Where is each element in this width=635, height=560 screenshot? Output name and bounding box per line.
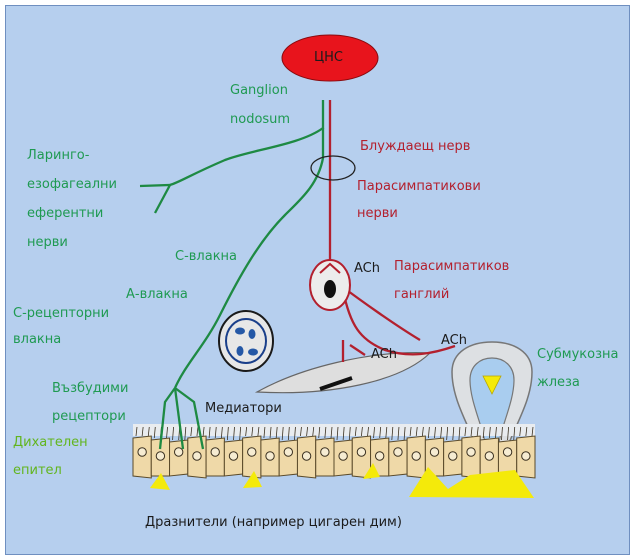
mast-cell — [219, 311, 273, 371]
cell-nucleus — [302, 452, 310, 460]
parasymp-nerves-label-1: Парасимпатикови — [357, 175, 481, 199]
parasympathetic-ganglion-cell — [310, 260, 350, 310]
cell-nucleus — [467, 448, 475, 456]
parasymp-ganglion-label-1: Парасимпатиков — [394, 255, 509, 279]
cilia-layer — [133, 424, 535, 436]
submucosal-label-1: Субмукозна — [537, 343, 618, 367]
irritants-caption: Дразнители (например цигарен дим) — [145, 511, 402, 535]
epithelium-label-2: епител — [13, 459, 62, 483]
epithelial-cell — [389, 440, 407, 476]
cell-nucleus — [156, 452, 164, 460]
epithelial-cell — [462, 436, 480, 478]
mediators-label: Медиатори — [205, 397, 282, 421]
cell-nucleus — [321, 448, 329, 456]
c-fibers-label: С-влакна — [175, 245, 237, 269]
cell-nucleus — [339, 452, 347, 460]
cell-nucleus — [357, 448, 365, 456]
excitable-receptors-label-1: Възбудими — [52, 377, 128, 401]
c-receptor-label-2: влакна — [13, 328, 61, 352]
laryngo-label-1: Ларинго- — [27, 144, 89, 168]
nerve-bundle-ring — [311, 156, 355, 180]
cell-nucleus — [485, 452, 493, 460]
cell-nucleus — [229, 452, 237, 460]
cns-label: ЦНС — [314, 46, 343, 70]
cell-nucleus — [266, 452, 274, 460]
ganglion-nodosum-label-2: nodosum — [230, 108, 290, 132]
ganglion-nodosum-label-1: Ganglion — [230, 79, 288, 103]
excitable-receptors-label-2: рецептори — [52, 405, 126, 429]
cell-nucleus — [394, 448, 402, 456]
parasymp-ganglion-label-2: ганглий — [394, 283, 449, 307]
vagus-label: Блуждаещ нерв — [360, 135, 470, 159]
epithelial-cell — [316, 438, 334, 476]
a-fibers-label: А-влакна — [126, 283, 188, 307]
laryngo-label-2: езофагеални — [27, 173, 117, 197]
epithelial-cell — [133, 436, 151, 478]
cell-nucleus — [174, 448, 182, 456]
ach-ganglion-label: ACh — [354, 257, 380, 281]
laryngo-label-3: еферентни — [27, 202, 103, 226]
laryngo-label-4: нерви — [27, 231, 68, 255]
epithelial-cell — [206, 438, 224, 476]
cell-nucleus — [138, 448, 146, 456]
cell-nucleus — [193, 452, 201, 460]
epithelial-cell — [170, 440, 188, 476]
cell-nucleus — [503, 448, 511, 456]
cell-nucleus — [375, 452, 383, 460]
cell-nucleus — [449, 452, 457, 460]
ach-gland-label: ACh — [441, 329, 467, 353]
epithelial-cell — [243, 436, 261, 478]
parasymp-nerves-label-2: нерви — [357, 202, 398, 226]
epithelial-cell — [279, 440, 297, 476]
cell-nucleus — [211, 448, 219, 456]
c-receptor-label-1: С-рецепторни — [13, 302, 109, 326]
cell-nucleus — [412, 452, 420, 460]
laryngoesophageal-branch — [140, 185, 170, 213]
cell-nucleus — [284, 448, 292, 456]
cell-nucleus — [522, 452, 530, 460]
cell-nucleus — [430, 448, 438, 456]
submucosal-label-2: жлеза — [537, 371, 580, 395]
ach-muscle-label: ACh — [371, 343, 397, 367]
epithelium-label-1: Дихателен — [13, 431, 88, 455]
cell-nucleus — [248, 448, 256, 456]
muscle-junction-terminal — [350, 345, 365, 355]
